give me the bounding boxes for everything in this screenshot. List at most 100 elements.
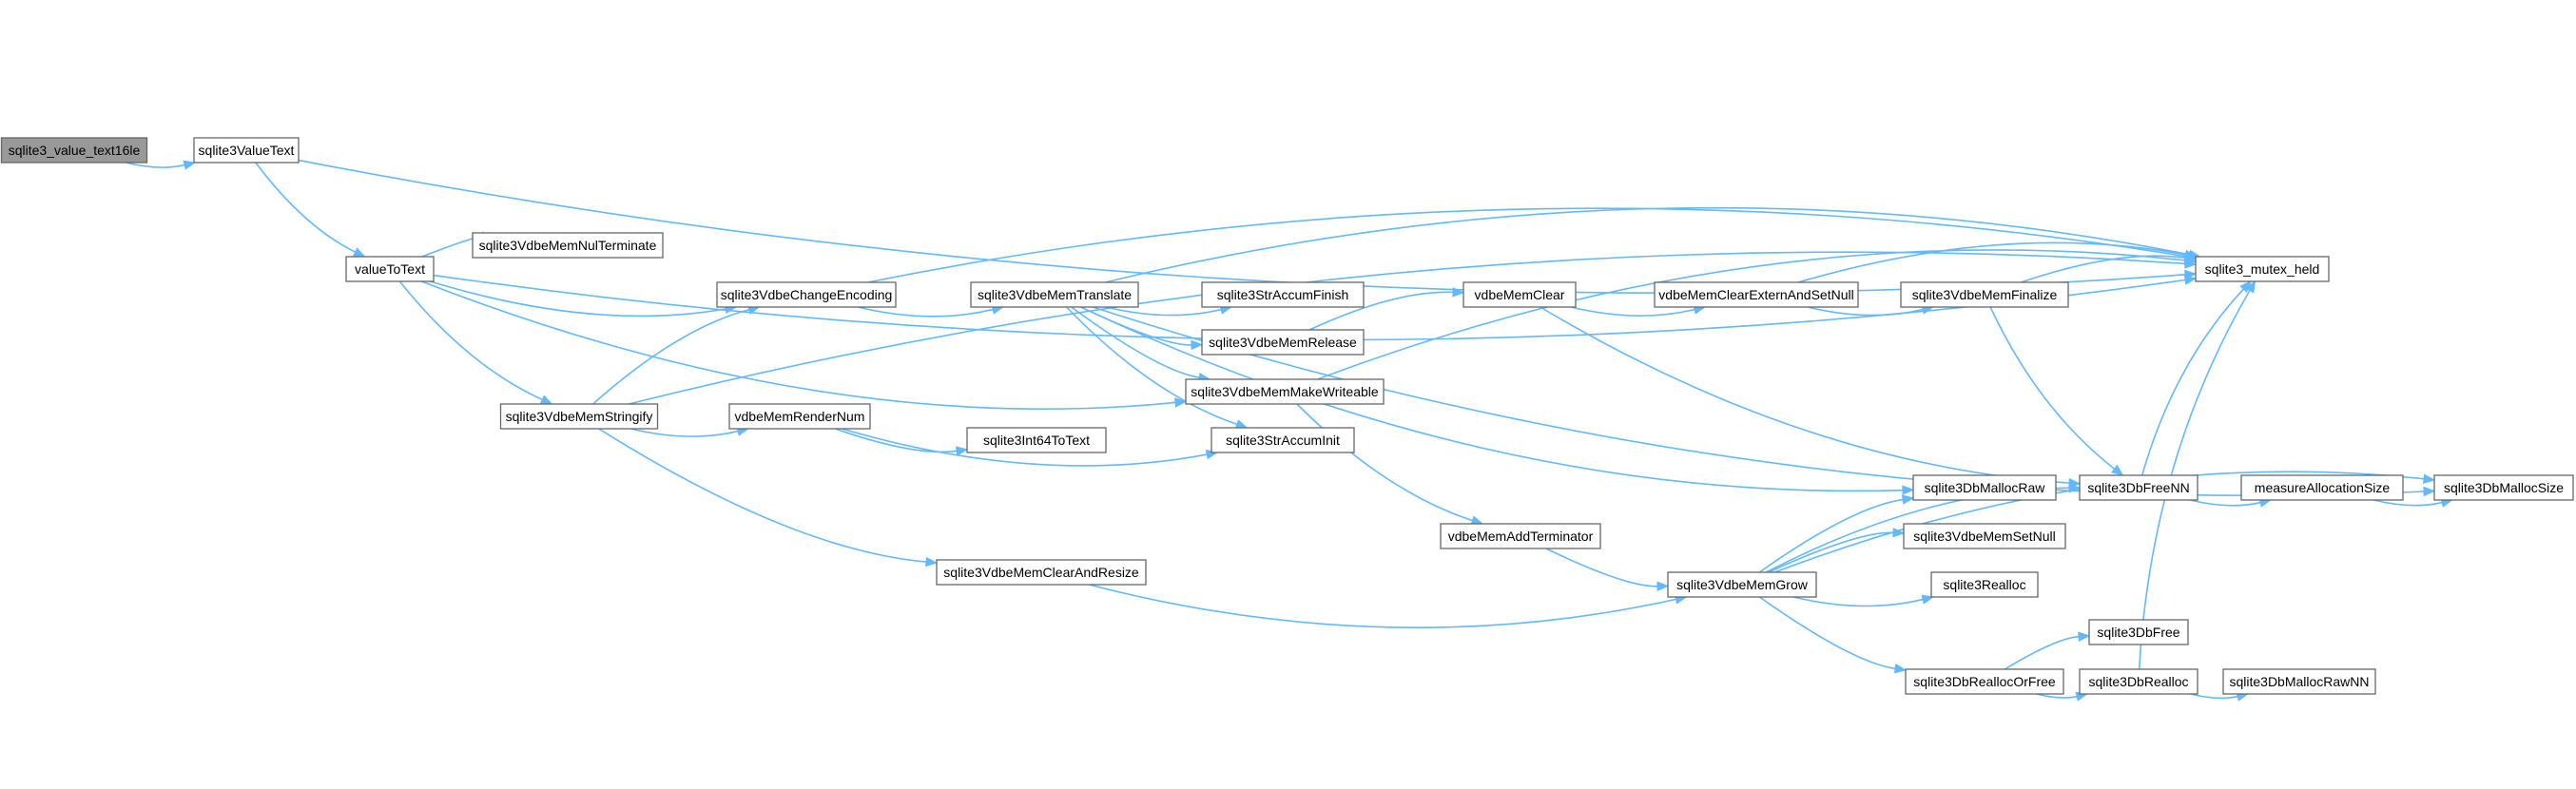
node-label: sqlite3DbMallocSize <box>2444 480 2564 495</box>
edge-mem-translate-to-db-malloc-size <box>1092 306 2425 497</box>
node-label: sqlite3VdbeMemClearAndResize <box>943 565 1139 580</box>
edge-db-free-nn-to-mutex-held <box>2140 288 2244 476</box>
edge-clear-extern-and-set-null-to-mem-finalize <box>1807 306 1924 317</box>
node-measure-allocation-size[interactable]: measureAllocationSize <box>2240 474 2404 501</box>
edge-value-to-text-to-make-writeable <box>421 280 1176 411</box>
edge-vdbe-mem-clear-to-clear-extern-and-set-null <box>1570 306 1695 317</box>
node-label: sqlite3Realloc <box>1943 577 2025 592</box>
edge-mem-release-to-vdbe-mem-clear <box>1308 291 1454 331</box>
node-label: sqlite3VdbeChangeEncoding <box>721 287 893 302</box>
edge-clear-and-resize-to-mem-grow <box>1089 584 1676 628</box>
node-label: sqlite3ValueText <box>199 143 295 158</box>
node-db-malloc-size[interactable]: sqlite3DbMallocSize <box>2433 474 2574 501</box>
node-label: sqlite3DbMallocRaw <box>1925 480 2046 495</box>
arrowhead <box>955 446 969 456</box>
node-box <box>716 281 897 308</box>
node-render-num[interactable]: vdbeMemRenderNum <box>728 403 871 430</box>
node-label: sqlite3DbFreeNN <box>2087 480 2189 495</box>
node-box <box>2433 474 2574 501</box>
node-label: sqlite3_mutex_held <box>2205 261 2320 277</box>
arrowhead <box>1901 494 1915 505</box>
node-db-realloc-or-free[interactable]: sqlite3DbReallocOrFree <box>1905 668 2064 695</box>
node-box <box>193 137 300 164</box>
edge-db-free-nn-to-measure-allocation-size <box>2189 499 2261 507</box>
arrowhead <box>539 394 553 405</box>
node-box <box>728 403 871 430</box>
node-vdbe-mem-clear[interactable]: vdbeMemClear <box>1462 281 1577 308</box>
arrowhead <box>1452 287 1465 298</box>
node-mutex-held[interactable]: sqlite3_mutex_held <box>2195 256 2330 282</box>
node-value-text16le[interactable]: sqlite3_value_text16le <box>0 137 148 164</box>
edge-stringify-to-mutex-held <box>629 251 2186 405</box>
node-label: sqlite3DbFree <box>2097 625 2179 640</box>
node-mem-release[interactable]: sqlite3VdbeMemRelease <box>1201 329 1365 356</box>
arrowhead <box>1902 485 1915 495</box>
arrowhead <box>2239 280 2252 293</box>
edge-add-terminator-to-mem-grow <box>1545 548 1658 587</box>
edge-clear-extern-and-set-null-to-mutex-held <box>1797 241 2186 283</box>
arrowhead <box>1656 581 1670 592</box>
node-box <box>2079 668 2198 695</box>
node-label: sqlite3_value_text16le <box>9 143 141 158</box>
edge-value-text-to-value-to-text <box>255 162 356 253</box>
node-mem-finalize[interactable]: sqlite3VdbeMemFinalize <box>1900 281 2069 308</box>
edge-mem-finalize-to-mutex-held <box>2020 255 2186 283</box>
edge-value-text16le-to-value-text <box>125 162 185 168</box>
arrowhead <box>2183 275 2198 285</box>
arrowhead <box>2422 473 2436 484</box>
node-label: sqlite3VdbeMemTranslate <box>978 287 1132 302</box>
node-add-terminator[interactable]: vdbeMemAddTerminator <box>1440 523 1601 549</box>
edge-make-writeable-to-mutex-held <box>1317 249 2186 380</box>
edge-render-num-to-str-accum-init <box>842 428 1208 467</box>
node-label: vdbeMemRenderNum <box>735 409 865 424</box>
node-str-accum-finish[interactable]: sqlite3StrAccumFinish <box>1201 281 1365 308</box>
node-box <box>1211 427 1355 453</box>
node-value-to-text[interactable]: valueToText <box>345 256 435 282</box>
node-box <box>2079 474 2198 501</box>
node-value-text[interactable]: sqlite3ValueText <box>193 137 300 164</box>
edge-mem-grow-to-mem-set-null <box>1768 531 1894 573</box>
edge-stringify-to-clear-and-resize <box>598 428 927 563</box>
arrowhead <box>2423 486 2436 497</box>
node-db-malloc-raw-nn[interactable]: sqlite3DbMallocRawNN <box>2222 668 2376 695</box>
node-db-free-nn[interactable]: sqlite3DbFreeNN <box>2079 474 2198 501</box>
edge-change-encoding-to-mem-translate <box>857 306 994 318</box>
arrowhead <box>925 556 939 568</box>
node-clear-extern-and-set-null[interactable]: vdbeMemClearExternAndSetNull <box>1654 281 1859 308</box>
edge-db-realloc-or-free-to-db-free <box>2004 635 2080 670</box>
node-nul-terminate[interactable]: sqlite3VdbeMemNulTerminate <box>472 232 664 259</box>
node-stringify[interactable]: sqlite3VdbeMemStringify <box>499 403 659 430</box>
node-str-accum-init[interactable]: sqlite3StrAccumInit <box>1211 427 1355 453</box>
node-mem-translate[interactable]: sqlite3VdbeMemTranslate <box>970 281 1139 308</box>
arrowhead <box>1893 664 1908 674</box>
edge-mem-translate-to-mutex-held <box>1105 206 2190 283</box>
edge-db-realloc-or-free-to-db-realloc <box>2035 693 2078 699</box>
node-realloc[interactable]: sqlite3Realloc <box>1930 571 2039 598</box>
node-box <box>472 232 664 259</box>
node-db-realloc[interactable]: sqlite3DbRealloc <box>2079 668 2198 695</box>
node-mem-set-null[interactable]: sqlite3VdbeMemSetNull <box>1903 523 2066 549</box>
node-change-encoding[interactable]: sqlite3VdbeChangeEncoding <box>716 281 897 308</box>
node-int64-to-text[interactable]: sqlite3Int64ToText <box>966 427 1107 453</box>
arrowhead <box>183 160 197 170</box>
node-clear-and-resize[interactable]: sqlite3VdbeMemClearAndResize <box>936 559 1147 586</box>
node-db-free[interactable]: sqlite3DbFree <box>2088 619 2189 645</box>
node-box <box>1201 281 1365 308</box>
node-box <box>1930 571 2039 598</box>
node-make-writeable[interactable]: sqlite3VdbeMemMakeWriteable <box>1185 378 1385 405</box>
edge-render-num-to-int64-to-text <box>835 428 958 453</box>
node-box <box>1667 571 1817 598</box>
node-label: sqlite3VdbeMemMakeWriteable <box>1191 384 1379 399</box>
node-box <box>0 137 148 164</box>
node-box <box>1201 329 1365 356</box>
edge-db-realloc-to-mutex-held <box>2138 290 2251 670</box>
edge-mem-finalize-to-db-free-nn <box>1989 306 2116 470</box>
arrowhead <box>1191 339 1204 351</box>
node-label: measureAllocationSize <box>2255 480 2391 495</box>
arrowhead <box>2245 279 2256 294</box>
node-mem-grow[interactable]: sqlite3VdbeMemGrow <box>1667 571 1817 598</box>
edge-value-to-text-to-stringify <box>398 280 543 401</box>
edge-value-text-to-mutex-held <box>298 159 2186 295</box>
node-db-malloc-raw[interactable]: sqlite3DbMallocRaw <box>1912 474 2057 501</box>
node-label: vdbeMemClearExternAndSetNull <box>1658 287 1853 302</box>
